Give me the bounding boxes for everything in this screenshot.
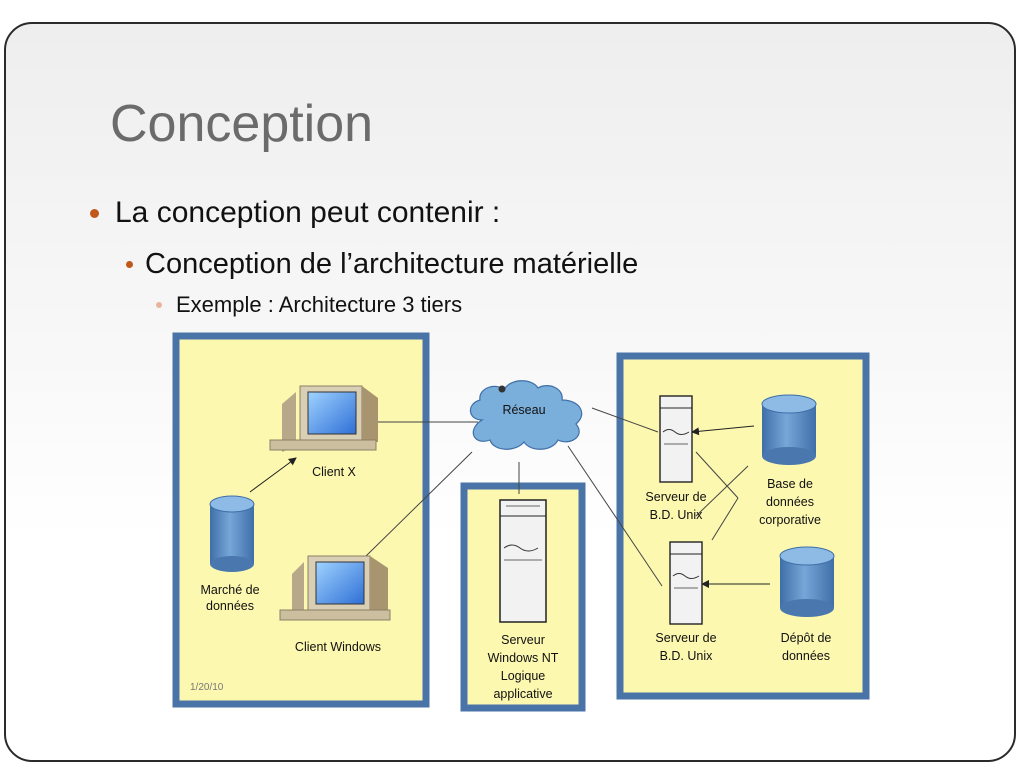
nt-server-label-line4: applicative (493, 687, 552, 701)
corporate-database-icon (761, 394, 817, 465)
bullet-level-1: La conception peut contenir : (90, 196, 500, 230)
bullet-text: Exemple : Architecture 3 tiers (176, 292, 463, 317)
unix-server-bottom-label-line2: B.D. Unix (660, 649, 714, 663)
data-mart-database-icon (209, 495, 255, 572)
client-windows-computer-icon (279, 555, 391, 621)
client-x-computer-icon (269, 385, 378, 452)
unix-db-server-top-icon (659, 395, 693, 483)
bullet-text: Conception de l’architecture matérielle (145, 248, 639, 280)
unix-server-bottom-label-line1: Serveur de (655, 631, 716, 645)
data-warehouse-icon (779, 546, 835, 617)
client-windows-label: Client Windows (295, 640, 381, 654)
corporate-db-label-line1: Base de (767, 477, 813, 491)
unix-db-server-bottom-icon (669, 541, 703, 625)
data-mart-label-line2: données (206, 599, 254, 613)
nt-server-label-line2: Windows NT (488, 651, 559, 665)
data-flow-arrows (249, 425, 770, 588)
bullet-level-2: Conception de l’architecture matérielle (126, 248, 638, 281)
slide-date: 1/20/10 (190, 682, 224, 693)
client-x-label: Client X (312, 465, 356, 479)
depot-label-line1: Dépôt de (781, 631, 832, 645)
bullet-level-3: Exemple : Architecture 3 tiers (156, 292, 462, 318)
bullet-dot-icon (156, 302, 162, 308)
depot-label-line2: données (782, 649, 830, 663)
network-label: Réseau (502, 403, 545, 417)
bullet-text: La conception peut contenir : (115, 196, 501, 229)
nt-server-label-line3: Logique (501, 669, 546, 683)
connection-lines (365, 407, 749, 587)
network-cloud-icon (469, 380, 583, 450)
corporate-db-label-line3: corporative (759, 513, 821, 527)
unix-server-top-label-line1: Serveur de (645, 490, 706, 504)
nt-server-label-line1: Serveur (501, 633, 545, 647)
data-mart-label-line1: Marché de (200, 583, 259, 597)
corporate-db-label-line2: données (766, 495, 814, 509)
data-tier-box (616, 352, 870, 700)
bullet-dot-icon (90, 208, 99, 218)
bullet-dot-icon (126, 261, 133, 268)
slide-title: Conception (110, 95, 374, 153)
unix-server-top-label-line2: B.D. Unix (650, 508, 704, 522)
windows-nt-server-icon (499, 499, 547, 623)
